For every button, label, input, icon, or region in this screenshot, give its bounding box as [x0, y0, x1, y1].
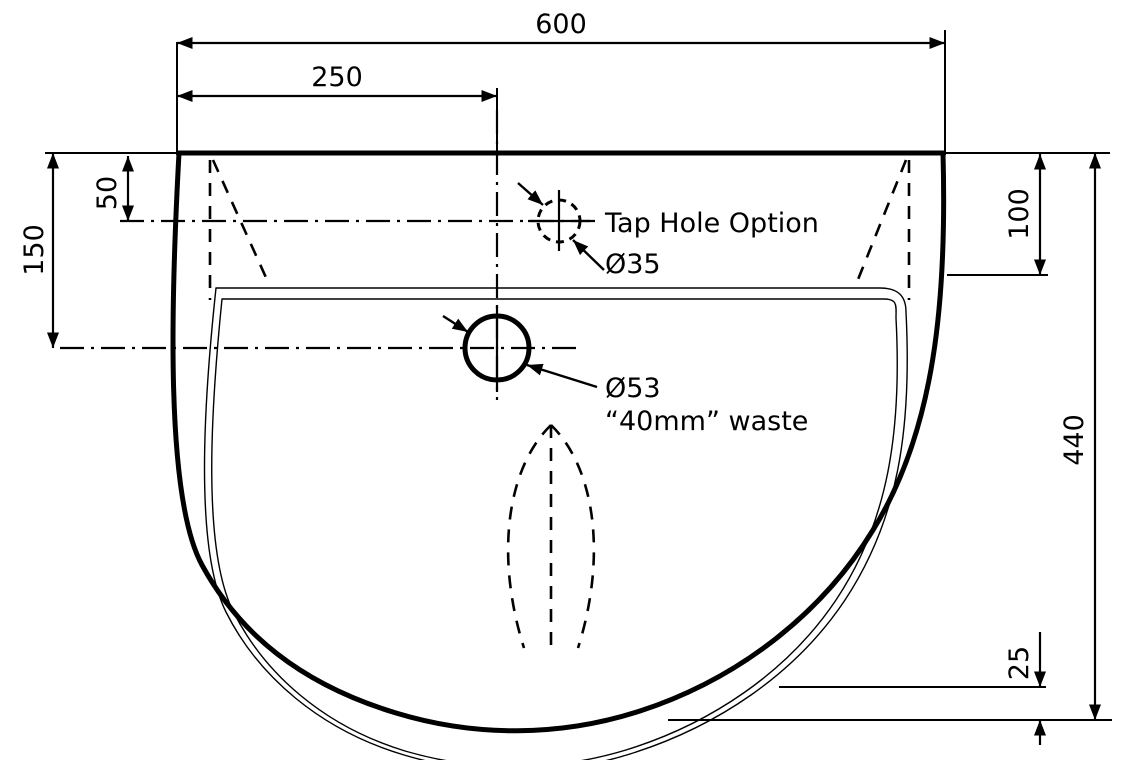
waste-diameter-label: Ø53 [605, 373, 661, 404]
tap-hole [536, 198, 582, 244]
dimension-50-label: 50 [92, 176, 123, 210]
dimension-100-label: 100 [1004, 188, 1035, 240]
tap-hole-note-label: Tap Hole Option [604, 208, 819, 239]
basin-inner-rim [203, 287, 908, 760]
dimension-50: 50 [92, 156, 134, 221]
dimension-25-label: 25 [1004, 646, 1035, 680]
tap-hole-diameter-label: Ø35 [605, 249, 661, 280]
dimension-250-label: 250 [311, 62, 363, 93]
dimension-100: 100 [945, 152, 1110, 276]
dimension-600-label: 600 [535, 9, 587, 40]
tap-hole-leaders [517, 182, 605, 271]
waste-hole-leaders [442, 314, 598, 389]
dimension-150-label: 150 [19, 224, 50, 276]
waste-note: Ø53 “40mm” waste [605, 373, 808, 437]
dimension-25: 25 [668, 632, 1098, 745]
basin-outer-outline [170, 150, 947, 734]
hidden-overflow-shape [506, 424, 596, 649]
dimension-600: 600 [176, 9, 946, 155]
dimension-440: 440 [1040, 153, 1112, 721]
waste-description-label: “40mm” waste [605, 406, 808, 437]
dimension-250: 250 [177, 62, 498, 155]
hidden-detail-lines [208, 159, 911, 300]
dimension-440-label: 440 [1059, 414, 1090, 466]
dimension-150: 150 [19, 152, 180, 348]
waste-hole [462, 313, 532, 383]
tap-hole-note: Tap Hole Option Ø35 [604, 208, 819, 280]
